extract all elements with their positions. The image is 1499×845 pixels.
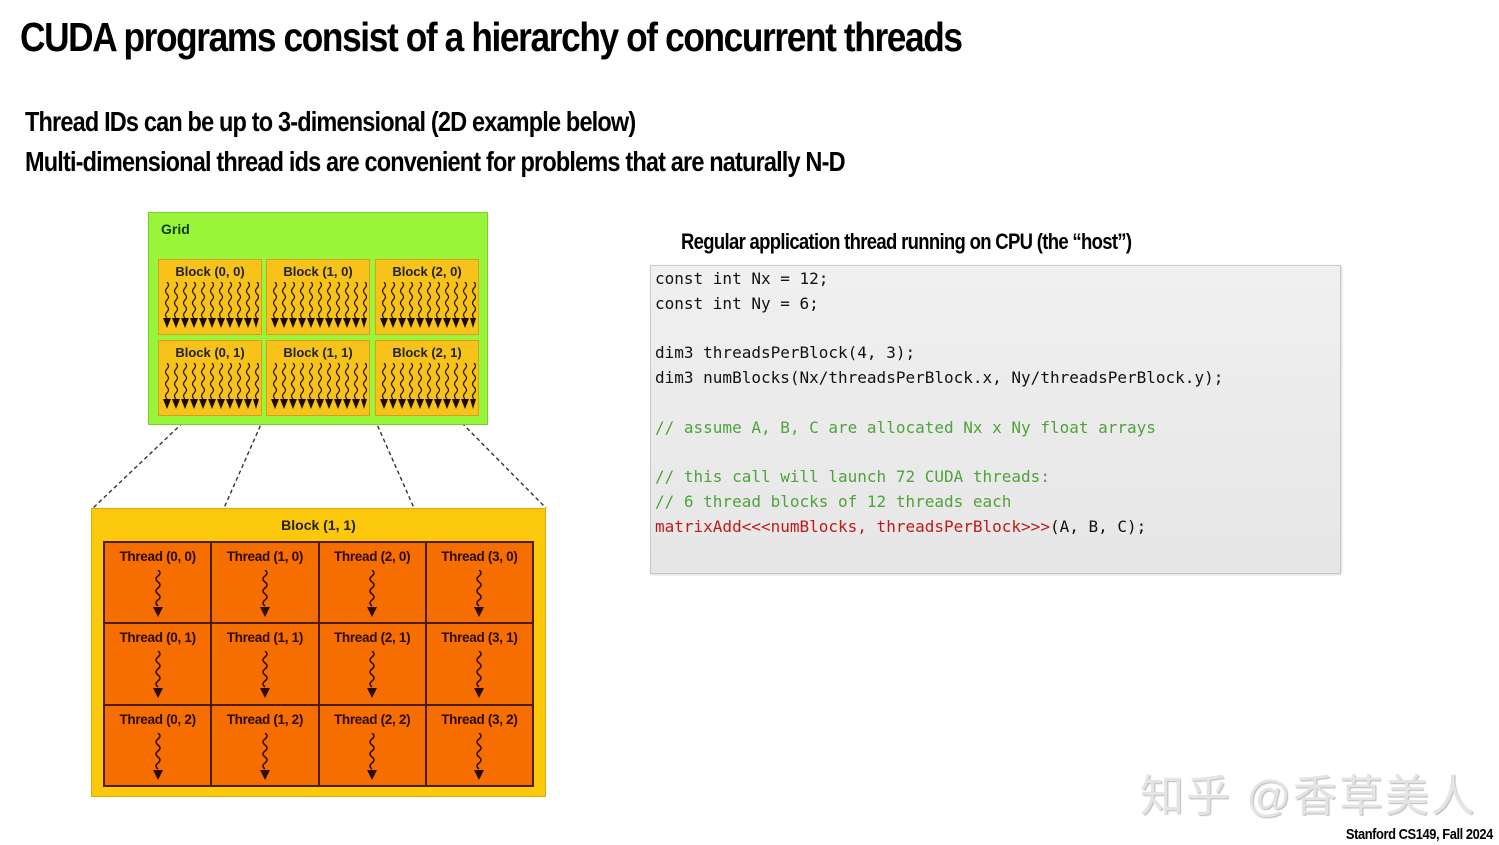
thread-1-2: Thread (1, 2) [211, 704, 319, 786]
block-1-0: Block (1, 0) [266, 259, 370, 335]
thread-arrow-icon [259, 570, 270, 617]
thread-0-1: Thread (0, 1) [104, 623, 212, 705]
block-2-0: Block (2, 0) [375, 259, 479, 335]
block-1-1: Block (1, 1) [266, 340, 370, 416]
thread-waves-icon [163, 363, 259, 409]
thread-3-0: Thread (3, 0) [425, 542, 533, 624]
thread-label: Thread (2, 1) [333, 630, 411, 646]
code-comment: // assume A, B, C are allocated Nx x Ny … [655, 417, 1156, 437]
thread-waves-icon [271, 282, 367, 328]
kernel-args: (A, B, C); [1049, 516, 1147, 536]
slide-title: CUDA programs consist of a hierarchy of … [20, 14, 963, 60]
thread-arrow-icon [367, 570, 378, 617]
thread-waves-icon [163, 282, 259, 328]
grid-diagram: Grid Block (0, 0) Block (1, 0) Block (2,… [148, 212, 488, 425]
expanded-block-1-1: Block (1, 1) Thread (0, 0) Thread (1, 0)… [91, 508, 546, 797]
thread-2-2: Thread (2, 2) [318, 704, 426, 786]
thread-arrow-icon [259, 651, 270, 699]
code-block: const int Nx = 12; const int Ny = 6; dim… [655, 267, 1223, 540]
thread-arrow-icon [152, 732, 163, 780]
thread-label: Thread (0, 2) [119, 711, 196, 727]
block-label: Block (0, 0) [175, 264, 245, 279]
thread-arrow-icon [259, 732, 270, 780]
thread-1-1: Thread (1, 1) [211, 623, 319, 705]
thread-arrow-icon [152, 651, 163, 699]
thread-arrow-icon [474, 651, 485, 699]
block-label: Block (2, 0) [392, 264, 462, 279]
thread-arrow-icon [152, 570, 163, 617]
thread-label: Thread (3, 0) [441, 549, 518, 564]
thread-grid: Thread (0, 0) Thread (1, 0) Thread (2, 0… [103, 541, 534, 787]
kernel-launch: matrixAdd<<<numBlocks, threadsPerBlock>>… [655, 516, 1050, 536]
thread-0-2: Thread (0, 2) [104, 704, 212, 786]
thread-label: Thread (3, 2) [441, 711, 518, 727]
thread-waves-icon [380, 282, 476, 328]
code-comment: // this call will launch 72 CUDA threads… [655, 467, 1050, 487]
thread-waves-icon [271, 363, 367, 409]
block-0-1: Block (0, 1) [158, 340, 262, 416]
expanded-block-label: Block (1, 1) [281, 517, 356, 533]
thread-arrow-icon [367, 732, 378, 780]
block-label: Block (0, 1) [175, 345, 245, 360]
bullet-thread-ids: Thread IDs can be up to 3-dimensional (2… [25, 106, 636, 137]
thread-label: Thread (1, 0) [226, 549, 304, 564]
thread-label: Thread (0, 1) [119, 630, 196, 646]
code-line: dim3 threadsPerBlock(4, 3); [655, 343, 916, 363]
thread-1-0: Thread (1, 0) [211, 542, 319, 624]
block-label: Block (1, 0) [283, 264, 353, 279]
thread-label: Thread (2, 2) [333, 711, 411, 727]
code-comment: // 6 thread blocks of 12 threads each [655, 492, 1012, 512]
thread-2-1: Thread (2, 1) [318, 623, 426, 705]
code-panel-title: Regular application thread running on CP… [681, 229, 1132, 254]
code-line: dim3 numBlocks(Nx/threadsPerBlock.x, Ny/… [655, 368, 1224, 388]
thread-label: Thread (3, 1) [441, 630, 518, 646]
thread-label: Thread (2, 0) [333, 549, 411, 564]
thread-arrow-icon [367, 651, 378, 699]
grid-label: Grid [161, 221, 190, 237]
code-panel: const int Nx = 12; const int Ny = 6; dim… [650, 265, 1341, 574]
watermark: 知乎 @香草美人 [1140, 772, 1477, 821]
thread-3-1: Thread (3, 1) [425, 623, 533, 705]
thread-0-0: Thread (0, 0) [104, 542, 212, 624]
thread-2-0: Thread (2, 0) [318, 542, 426, 624]
thread-label: Thread (0, 0) [119, 549, 196, 564]
block-label: Block (2, 1) [392, 345, 462, 360]
thread-label: Thread (1, 1) [226, 630, 304, 646]
thread-arrow-icon [474, 732, 485, 780]
thread-arrow-icon [474, 570, 485, 617]
bullet-multi-dimensional: Multi-dimensional thread ids are conveni… [25, 146, 846, 177]
thread-waves-icon [380, 363, 476, 409]
thread-3-2: Thread (3, 2) [425, 704, 533, 786]
block-label: Block (1, 1) [283, 345, 353, 360]
thread-label: Thread (1, 2) [226, 711, 304, 727]
slide-footer: Stanford CS149, Fall 2024 [1346, 826, 1493, 843]
block-0-0: Block (0, 0) [158, 259, 262, 335]
block-2-1: Block (2, 1) [375, 340, 479, 416]
code-line: const int Nx = 12; [655, 269, 829, 288]
code-line: const int Ny = 6; [655, 293, 819, 313]
